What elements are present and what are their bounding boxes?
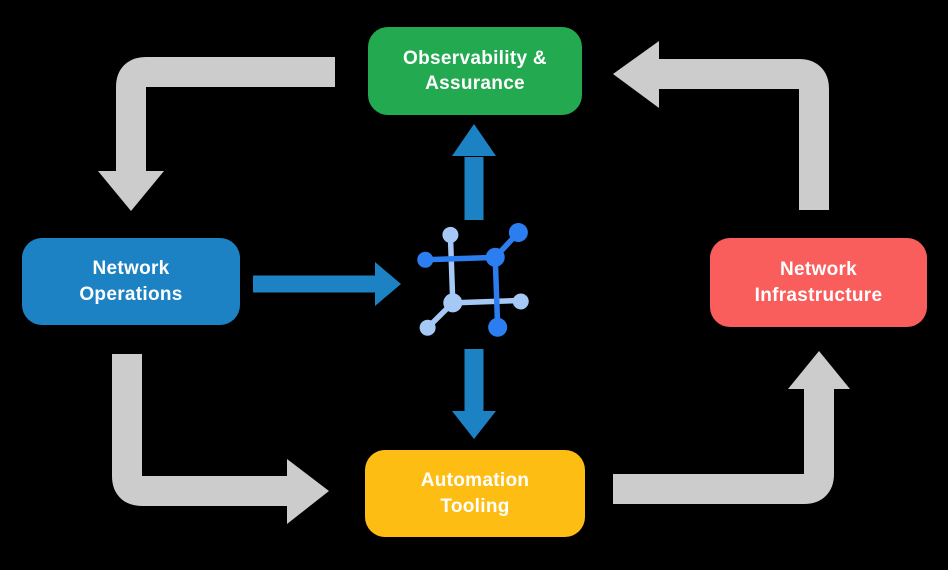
arrow-head-up [452,124,496,156]
node-label-line: Infrastructure [754,284,883,306]
arrow-center-to-tooling [452,349,496,439]
arrow-head-right [287,459,329,524]
icon-dark-dot-bottom [488,317,508,337]
icon-light-dot-bottom-left [419,319,436,336]
arrow-head-up [788,351,850,389]
arrow-head-down [98,171,164,211]
node-label-line: Automation [420,470,530,492]
node-label-line: Network [92,258,170,280]
arrow-shaft [112,354,288,506]
network-mesh-icon [417,222,529,337]
node-label-line: Network [779,259,858,281]
icon-dark-vertical-line [492,254,501,331]
arrow-assurance-to-operations [98,57,335,211]
node-network-operations: Network Operations [22,238,240,325]
node-network-infrastructure: Network Infrastructure [710,238,927,327]
node-observability-assurance: Observability & Assurance [368,27,582,115]
arrow-center-to-assurance [452,124,496,220]
arrow-head-left [613,41,659,108]
node-label-line: Assurance [425,73,525,94]
arrow-infrastructure-to-assurance [613,41,829,210]
icon-dark-dot-left [417,251,434,268]
icon-light-horizontal-line [450,297,524,306]
arrow-head-down [452,411,496,439]
arrow-shaft [613,388,834,504]
node-label-line: Tooling [440,495,510,517]
arrow-head-right [375,262,401,306]
icon-light-dot-top [442,226,459,243]
arrow-operations-to-tooling [112,354,329,524]
arrow-tooling-to-infrastructure [613,351,850,504]
node-label-line: Observability & [403,47,547,69]
icon-dark-dot-top-right [508,222,528,242]
arrow-operations-to-center [253,262,401,306]
icon-light-dot-right [512,293,529,310]
icon-dark-node [485,247,505,267]
icon-dark-horizontal-line [422,254,498,263]
node-label-line: Operations [79,283,183,305]
icon-light-node [443,293,463,313]
arrow-shaft [116,57,335,172]
icon-light-vertical-line [447,232,456,306]
arrow-shaft [659,59,829,210]
node-automation-tooling: Automation Tooling [365,450,585,537]
